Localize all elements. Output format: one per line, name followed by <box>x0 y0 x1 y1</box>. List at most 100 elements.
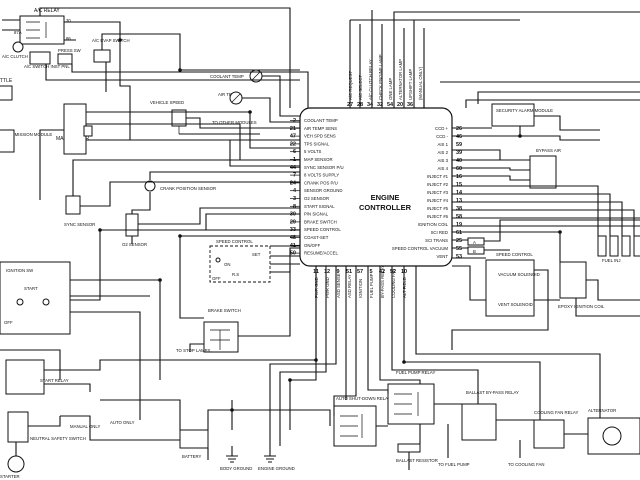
ignition-off-label: OFF <box>4 320 13 325</box>
controller-right-label: CCD - <box>436 134 449 139</box>
sync-sensor-label: SYNC SENSOR <box>64 222 95 227</box>
controller-left-label: SYNC SENSOR P/U <box>304 165 344 170</box>
controller-left-label: 8 VOLTS SUPPLY <box>304 173 339 178</box>
controller-bottom-pin: 57 <box>357 269 363 275</box>
controller-top-pin: 32 <box>377 102 383 108</box>
fuel-injectors: FUEL INJ <box>597 235 640 263</box>
controller-left-pin: 4 <box>293 188 297 194</box>
controller-top-label: ALTERNATOR LAMP <box>398 59 403 100</box>
controller-top-label: (MANUAL ONLY) <box>418 66 423 100</box>
controller-left-label: AIR TEMP SENS <box>304 126 337 131</box>
controller-left-pin: 29 <box>290 219 296 225</box>
controller-top-pin: 54 <box>387 102 394 108</box>
to-other-modules-label: TO OTHER MODULES <box>212 120 257 125</box>
battery: BATTERY <box>179 429 209 459</box>
controller-right-label: INJECT #4 <box>427 198 449 203</box>
fuel-pump-relay: FUEL PUMP RELAY <box>387 370 435 425</box>
ac-switch: A/C SWITCH INST PNL <box>24 51 70 69</box>
controller-left-pin: 6 <box>293 149 296 155</box>
sci-pin-b: B <box>473 249 476 254</box>
controller-right-pin: 58 <box>456 214 462 220</box>
controller-right-pin: 53 <box>456 254 462 260</box>
controller-right-pin: 46 <box>456 134 462 140</box>
cooling-fan-relay: COOLING FAN RELAY <box>533 410 578 449</box>
controller-left-label: MAP SENSOR <box>304 157 333 162</box>
controller-right-label: SPEED CONTROL VACUUM <box>392 246 449 251</box>
sync-sensor: SYNC SENSOR <box>64 195 95 227</box>
ignition-start-label: START <box>24 286 38 291</box>
controller-right-label: INJECT #3 <box>427 190 449 195</box>
engine-ground-label: ENGINE GROUND <box>258 466 295 471</box>
controller-right-label: AIS 1 <box>437 142 448 147</box>
air-temp-sensor: AIR TEMP <box>218 91 243 105</box>
fuel-injectors-label: FUEL INJ <box>602 258 620 263</box>
controller-right-label: AIS 3 <box>437 158 448 163</box>
ac-relay-label: A/C RELAY <box>34 8 60 14</box>
ballast-bypass-label: BALLAST BY-PASS RELAY <box>466 390 519 395</box>
alternator: ALTERNATOR <box>587 408 640 455</box>
ballast-resistor-label: BALLAST RESISTOR <box>396 458 438 463</box>
controller-right-label: IGNITION COIL <box>418 222 449 227</box>
controller-top-label: ONE LAMP <box>388 78 393 100</box>
controller-left-label: COAST-SET <box>304 235 329 240</box>
engine-controller-title-2: CONTROLLER <box>359 203 412 212</box>
o2-sensor-label: O2 SENSOR <box>122 242 147 247</box>
ac-clutch-label: A/C CLUTCH <box>2 54 28 59</box>
controller-bottom-label: FUEL PUMP <box>369 273 374 298</box>
crank-position-label: CRANK POSITION SENSOR <box>160 186 216 191</box>
svg-text:86: 86 <box>66 36 71 41</box>
controller-right-pin: 16 <box>456 174 462 180</box>
controller-left-pin: 50 <box>290 251 296 257</box>
controller-right-pin: 26 <box>456 126 462 132</box>
start-relay: START RELAY <box>5 359 69 395</box>
controller-bottom-pin: 12 <box>324 269 330 275</box>
controller-bottom-pin: 42 <box>379 269 385 275</box>
controller-left-pin: 21 <box>290 126 296 132</box>
asd-relay-label: AUTO SHUT-DOWN RELAY <box>336 396 391 401</box>
controller-left-pin: 48 <box>290 235 296 241</box>
controller-top-label: UPSHIFT LAMP <box>408 69 413 100</box>
ignition-switch: IGNITION SW START OFF <box>0 261 71 335</box>
engine-controller-title-1: ENGINE <box>371 193 400 202</box>
controller-left-label: RESUME/ACCEL <box>304 251 339 256</box>
brake-switch-label: BRAKE SWITCH <box>208 308 241 313</box>
throttle-fragment: TTLE <box>0 78 13 101</box>
to-stop-lamps-label: TO STOP LAMPS <box>176 348 211 353</box>
controller-left-label: ON/OFF <box>304 243 321 248</box>
air-temp-label: AIR TEMP <box>218 92 238 97</box>
sci-connector: A B <box>467 237 485 255</box>
neutral-start-label: NEUTRAL SAFETY SWITCH <box>30 436 86 441</box>
controller-right-pin: 40 <box>456 158 462 164</box>
vent-solenoid-label: VENT SOLENOID <box>498 302 533 307</box>
crank-position-sensor: CRANK POSITION SENSOR <box>144 180 216 192</box>
battery-label: BATTERY <box>182 454 202 459</box>
sw-rs-label: R.S <box>232 272 239 277</box>
controller-bottom-pin: 52 <box>390 269 396 275</box>
controller-bottom-pin: 51 <box>346 269 352 275</box>
controller-left-label: CRANK POS P/U <box>304 180 338 185</box>
auto-only-label: AUTO ONLY <box>110 420 135 425</box>
vehicle-speed-sensor: VEHICLE SPEED <box>150 100 187 134</box>
epoxy-ignition-coil: EPOXY IGNITION COIL <box>558 261 605 309</box>
controller-bottom-label: PWR GND <box>325 277 330 298</box>
controller-right-pin: 38 <box>456 206 462 212</box>
controller-right-label: INJECT #2 <box>427 182 449 187</box>
controller-top-pin: 34 <box>367 102 374 108</box>
ac-switch-label: A/C SWITCH INST PNL <box>24 64 70 69</box>
controller-left-label: P/N SIGNAL <box>304 212 329 217</box>
body-ground-label: BODY GROUND <box>220 466 252 471</box>
vacuum-solenoid-label: VACUUM SOLENOID <box>498 272 540 277</box>
controller-bottom-label: BY-PASS RELAY <box>380 265 385 298</box>
ballast-bypass-relay: BALLAST BY-PASS RELAY <box>461 390 519 441</box>
to-cooling-fan-label: TO COOLING FAN <box>508 462 544 467</box>
controller-left-label: TPS SIGNAL <box>304 141 330 146</box>
controller-left-label: VEH SPD SENS <box>304 134 336 139</box>
to-fuel-pump-label: TO FUEL PUMP <box>438 462 470 467</box>
fuel-pump-relay-label: FUEL PUMP RELAY <box>396 370 435 375</box>
sw-set-label: SET <box>252 252 261 257</box>
transmission-module-label: TRANSMISSION MODULE <box>0 132 52 137</box>
controller-right-pin: 55 <box>456 246 462 252</box>
